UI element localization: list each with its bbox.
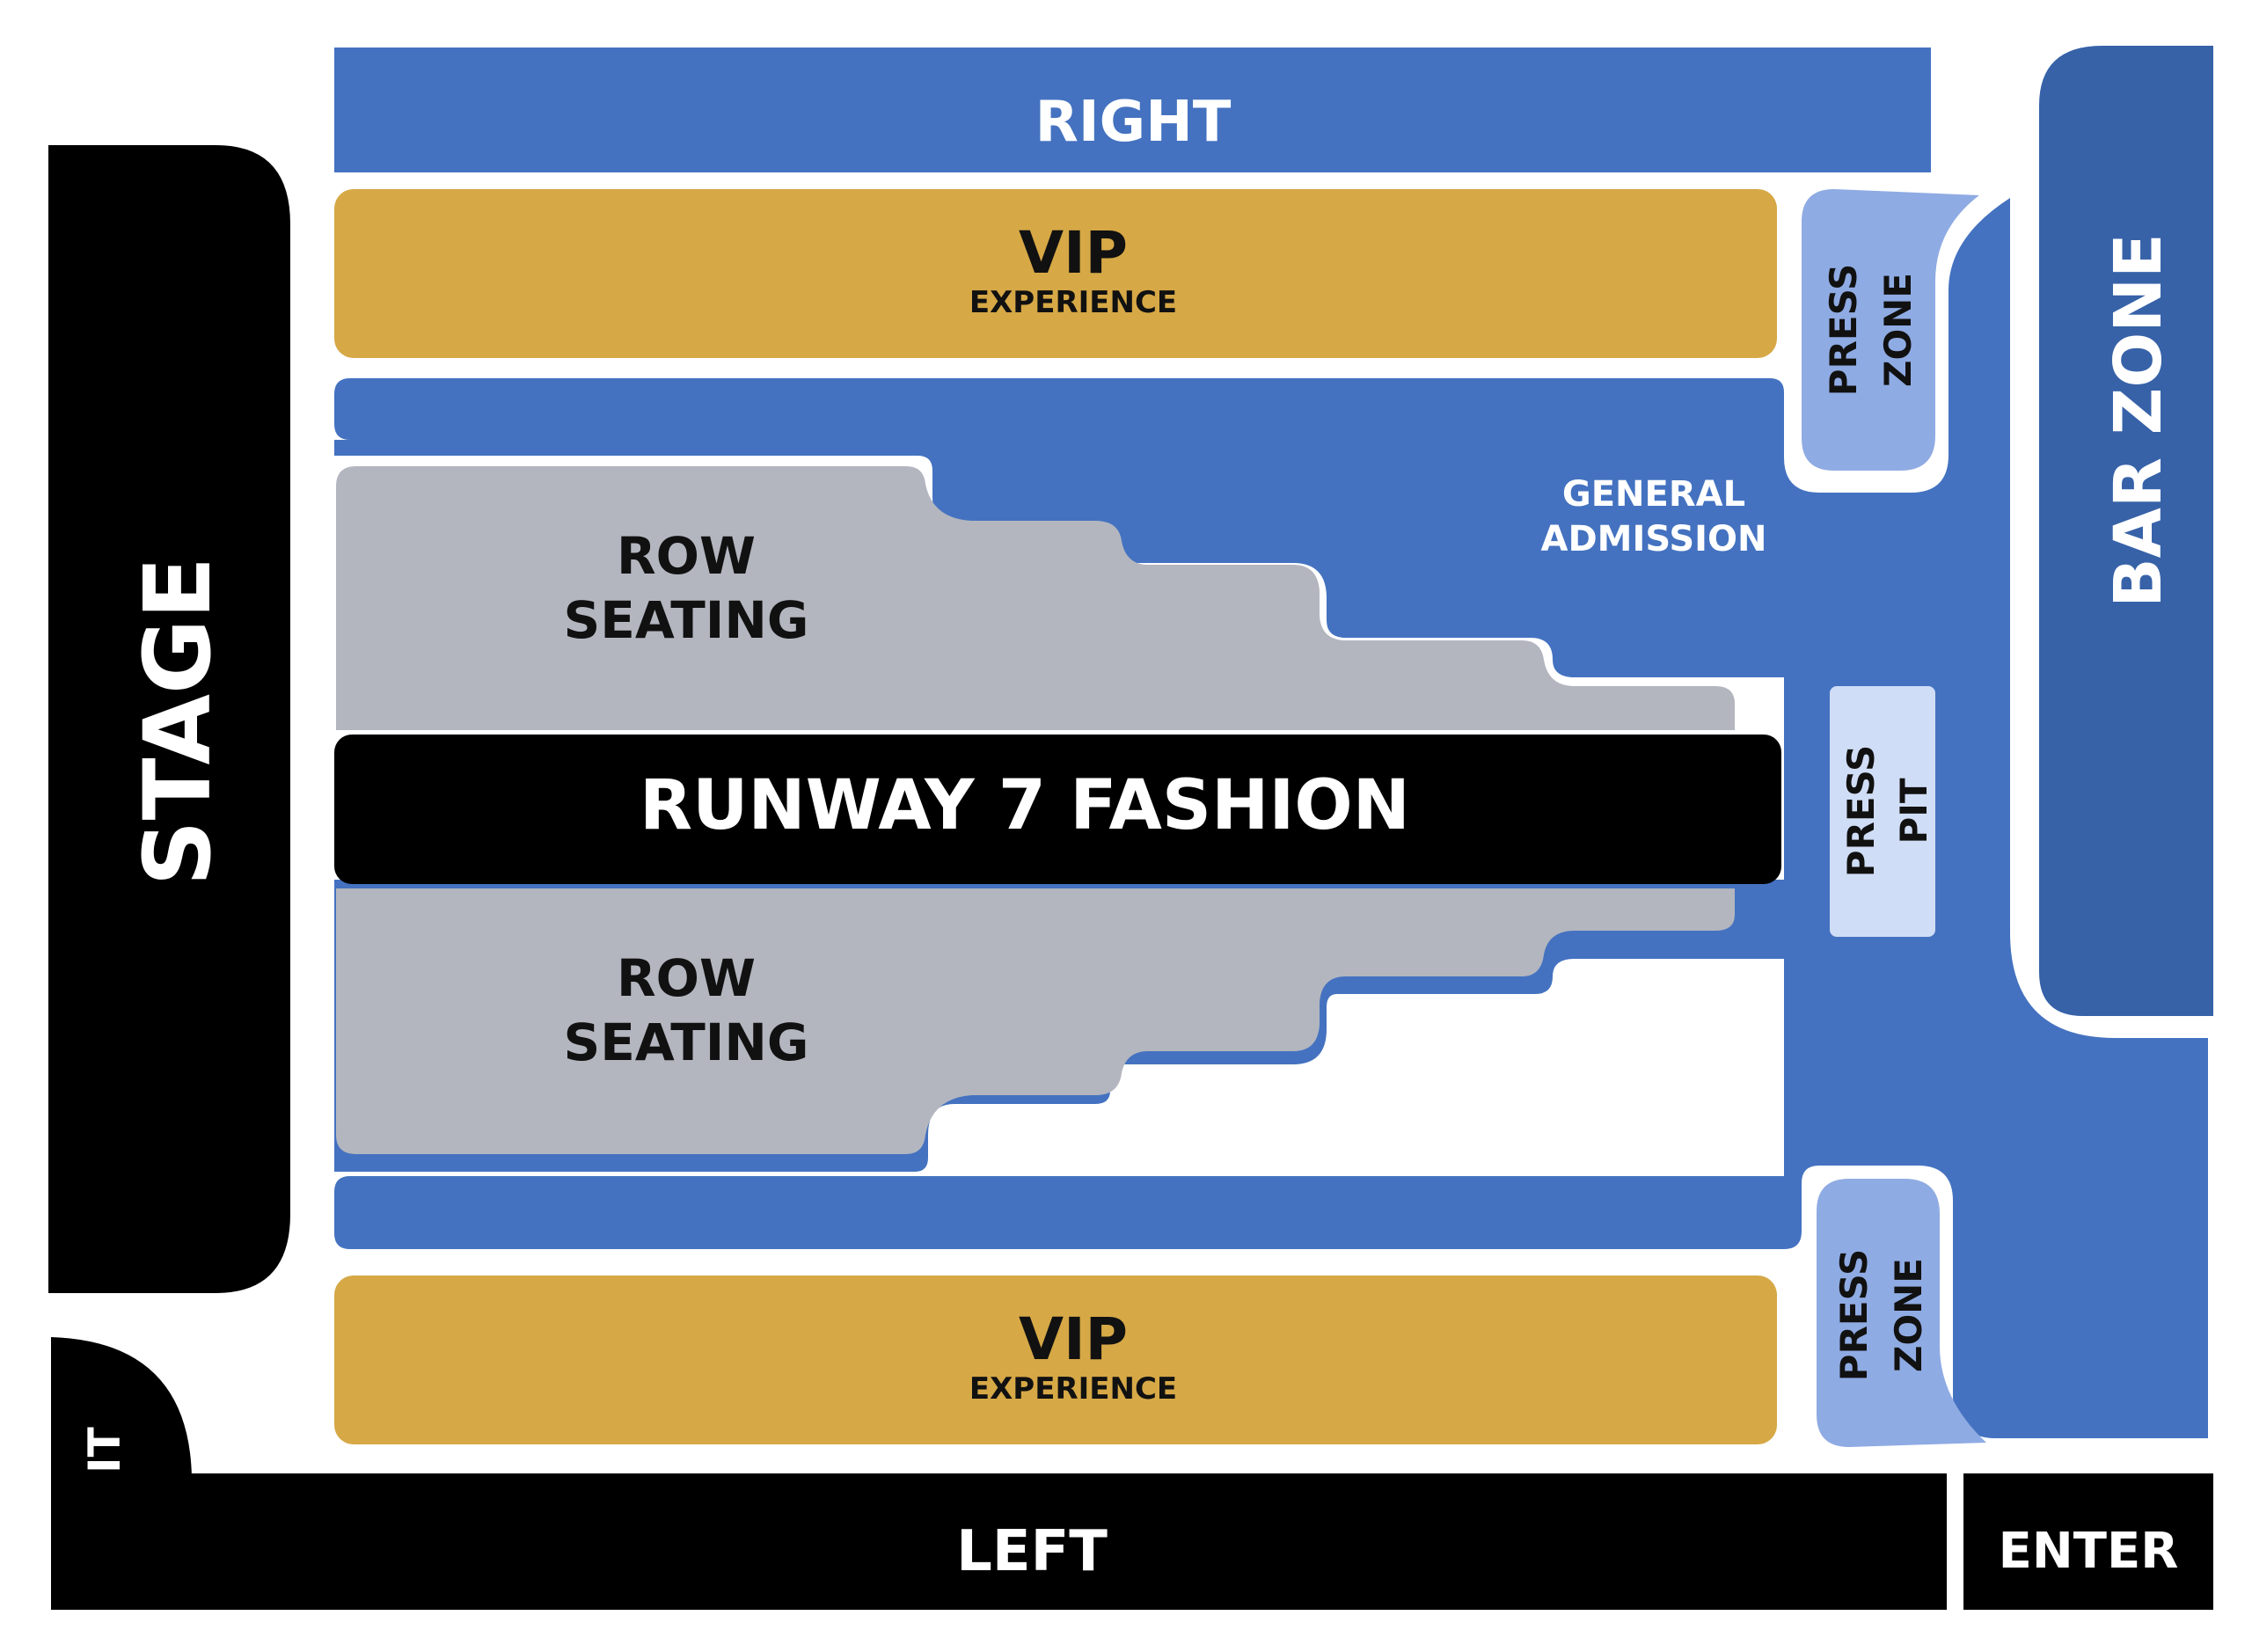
zone-exit[interactable] bbox=[51, 1337, 192, 1495]
zone-stage[interactable] bbox=[48, 145, 290, 1293]
zone-press-bottom-line1: PRESS bbox=[1832, 1249, 1875, 1381]
zone-ga-bottom-line1: GENERAL bbox=[1562, 1061, 1745, 1101]
zone-row-seating-top[interactable] bbox=[336, 466, 1735, 730]
zone-vip-top[interactable] bbox=[334, 189, 1777, 358]
zone-vip-bottom[interactable] bbox=[334, 1276, 1777, 1444]
zone-vip-bottom-line1: VIP bbox=[1019, 1305, 1128, 1373]
zone-runway[interactable] bbox=[334, 735, 1781, 884]
zone-row-seating-bottom-line2: SEATING bbox=[563, 1012, 808, 1072]
zone-ga-top-line2: ADMISSION bbox=[1540, 519, 1766, 559]
zone-press-top-line1: PRESS bbox=[1822, 264, 1865, 396]
zone-row-seating-top-line2: SEATING bbox=[563, 590, 808, 650]
zone-row-seating-top-line1: ROW bbox=[617, 526, 756, 586]
zone-left-label: LEFT bbox=[956, 1519, 1108, 1584]
zone-row-seating-bottom-line1: ROW bbox=[617, 948, 756, 1008]
zone-right-label: RIGHT bbox=[1035, 90, 1232, 155]
zone-left[interactable] bbox=[51, 1473, 1947, 1610]
zone-press-top[interactable] bbox=[1802, 189, 1979, 471]
zone-press-bottom-line2: ZONE bbox=[1887, 1258, 1930, 1372]
zone-runway-label: RUNWAY 7 FASHION bbox=[640, 766, 1410, 845]
zone-press-pit-line2: PIT bbox=[1892, 778, 1935, 844]
zone-vip-top-line1: VIP bbox=[1019, 219, 1128, 287]
zone-press-bottom[interactable] bbox=[1817, 1179, 1986, 1447]
zone-bar[interactable] bbox=[2039, 46, 2213, 1016]
zone-ga-bottom-line2: ADMISSION bbox=[1540, 1106, 1766, 1146]
zone-enter[interactable] bbox=[1963, 1473, 2213, 1610]
zone-press-top-line2: ZONE bbox=[1876, 273, 1919, 387]
zone-press-pit-line1: PRESS bbox=[1839, 745, 1883, 877]
zone-vip-bottom-line2: EXPERIENCE bbox=[969, 1371, 1177, 1407]
zone-stage-label: STAGE bbox=[124, 557, 231, 887]
zone-vip-top-line2: EXPERIENCE bbox=[969, 285, 1177, 320]
zone-enter-label: ENTER bbox=[1999, 1523, 2179, 1580]
zone-row-seating-bottom[interactable] bbox=[336, 888, 1735, 1154]
zone-bar-label: BAR ZONE bbox=[2101, 233, 2176, 607]
zone-right[interactable] bbox=[334, 48, 1931, 172]
zone-ga-top-line1: GENERAL bbox=[1562, 474, 1745, 515]
zone-press-pit[interactable] bbox=[1830, 686, 1935, 937]
